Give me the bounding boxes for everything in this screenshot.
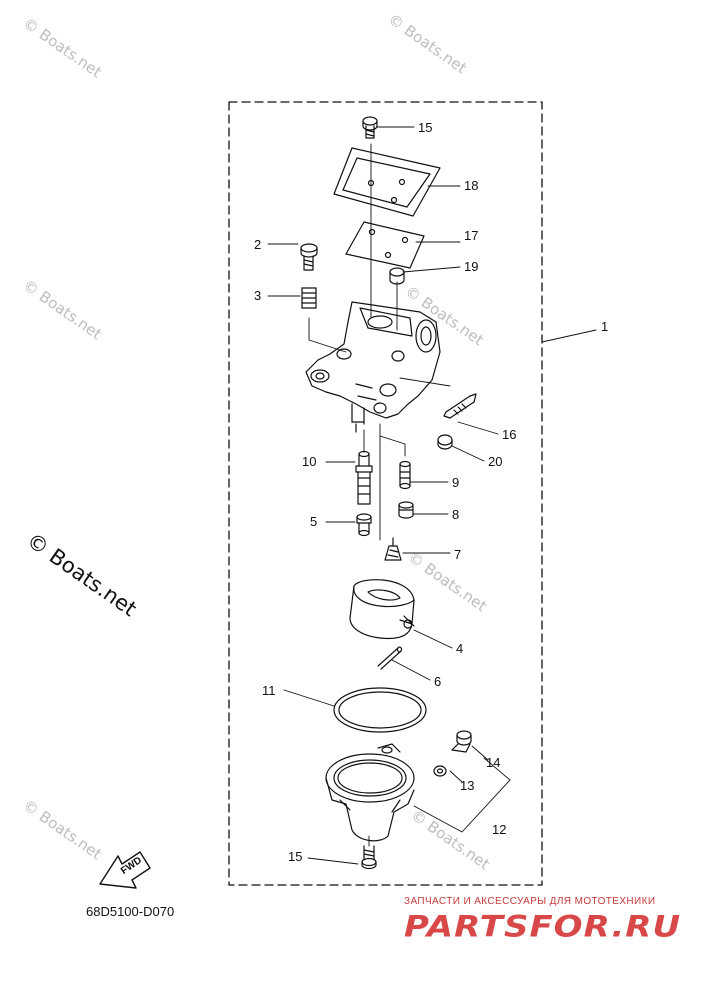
callout-4: 4 [456, 641, 464, 656]
part-12-float-chamber [325, 743, 415, 842]
callout-2: 2 [254, 237, 262, 252]
callout-7: 7 [454, 547, 462, 562]
callout-17: 17 [464, 228, 479, 243]
callout-9: 9 [452, 475, 460, 490]
callout-11: 11 [262, 683, 276, 698]
part-18-cover [333, 147, 441, 217]
callout-6: 6 [434, 674, 442, 689]
part-4-float [349, 579, 415, 640]
part-7-needle-valve [384, 537, 402, 561]
part-11-o-ring [333, 687, 427, 733]
callout-20: 20 [488, 454, 503, 469]
part-13-washer [433, 765, 447, 777]
leader-lines [267, 126, 597, 865]
callout-5: 5 [310, 514, 318, 529]
fwd-arrow-icon [99, 851, 151, 889]
callout-1: 1 [601, 319, 609, 334]
callout-3: 3 [254, 288, 262, 303]
guide-lines [308, 143, 451, 541]
part-6-float-pin [377, 646, 403, 670]
part-3-spring [301, 287, 317, 309]
part-9-pilot-jet [399, 460, 411, 490]
callout-8: 8 [452, 507, 460, 522]
part-8-plug [398, 501, 414, 519]
brand-logo: PARTSFOR.RU [404, 910, 682, 944]
part-5-main-jet [356, 513, 372, 537]
callout-14: 14 [486, 755, 501, 770]
part-1-carburetor-body [305, 301, 441, 433]
part-2-screw [300, 243, 318, 271]
callout-16: 16 [502, 427, 517, 442]
part-17-gasket [345, 221, 425, 269]
callout-15: 15 [418, 120, 433, 135]
callout-19: 19 [464, 259, 479, 274]
part-15-screw-top [362, 116, 378, 139]
assembly-boundary [228, 101, 543, 886]
brand-tagline: ЗАПЧАСТИ И АКСЕССУАРЫ ДЛЯ МОТОТЕХНИКИ [404, 896, 656, 907]
callout-15-bottom: 15 [288, 849, 303, 864]
part-16-pilot-screw [443, 393, 477, 419]
part-20-cap [437, 434, 453, 450]
diagram-code: 68D5100-D070 [86, 904, 175, 919]
callout-13: 13 [460, 778, 475, 793]
part-10-main-nozzle [355, 450, 373, 505]
callout-10: 10 [302, 454, 317, 469]
part-15-screw-bottom [361, 835, 377, 870]
part-14-drain-screw [451, 730, 472, 753]
callout-18: 18 [464, 178, 479, 193]
callout-12: 12 [492, 822, 507, 837]
